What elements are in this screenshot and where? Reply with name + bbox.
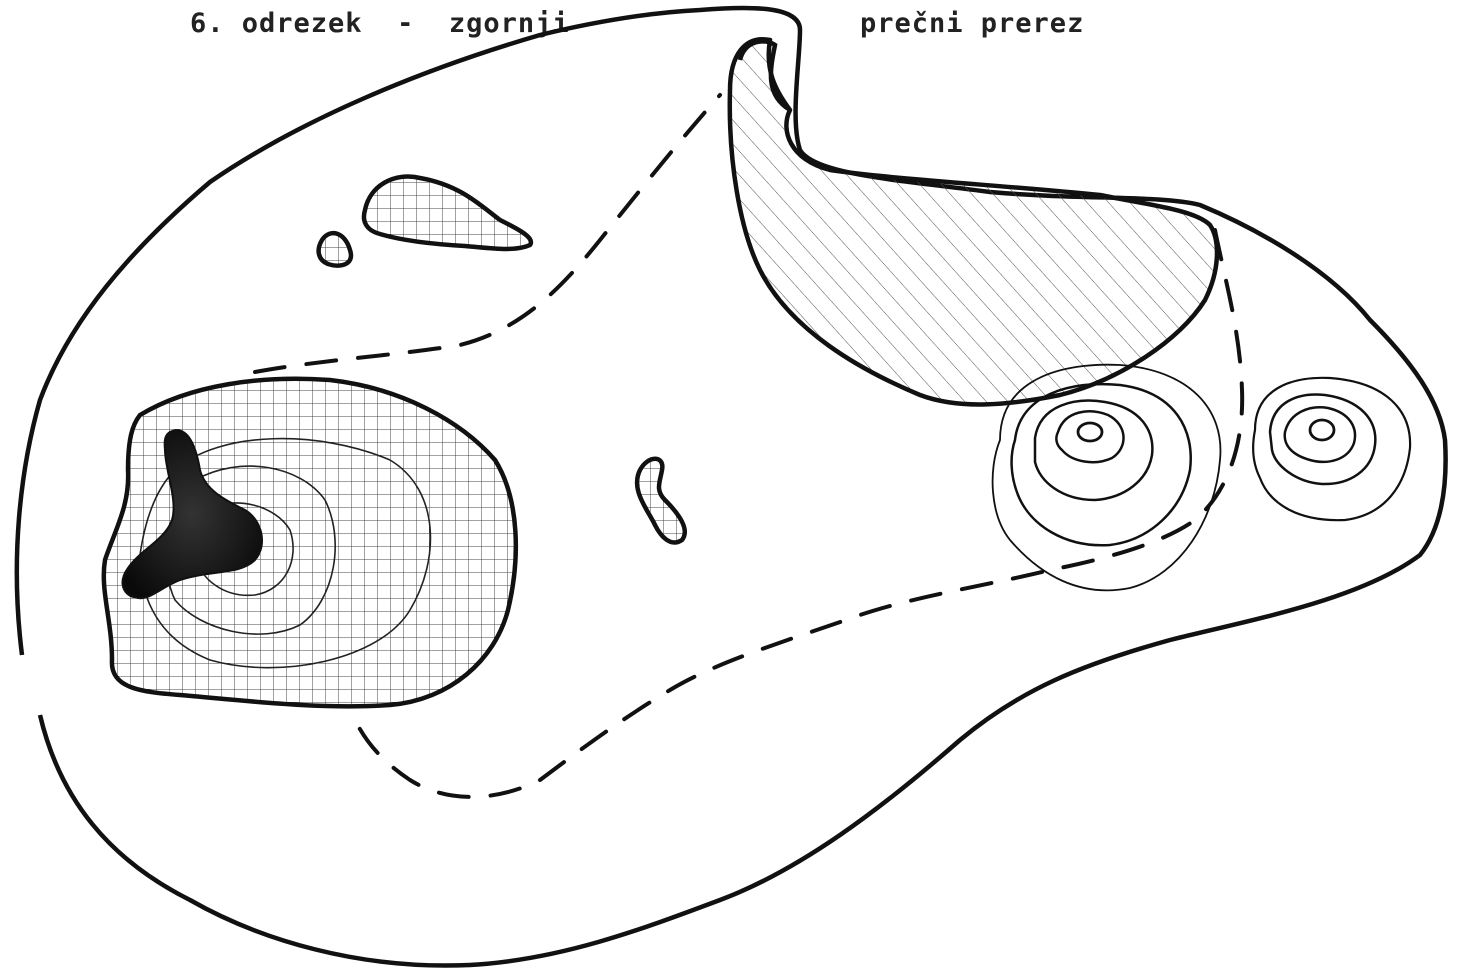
center-blob bbox=[637, 459, 685, 543]
small-blob bbox=[319, 233, 351, 265]
grid-blob-top bbox=[364, 177, 531, 249]
hatched-region bbox=[730, 39, 1217, 404]
ring-group-right bbox=[1253, 378, 1410, 520]
